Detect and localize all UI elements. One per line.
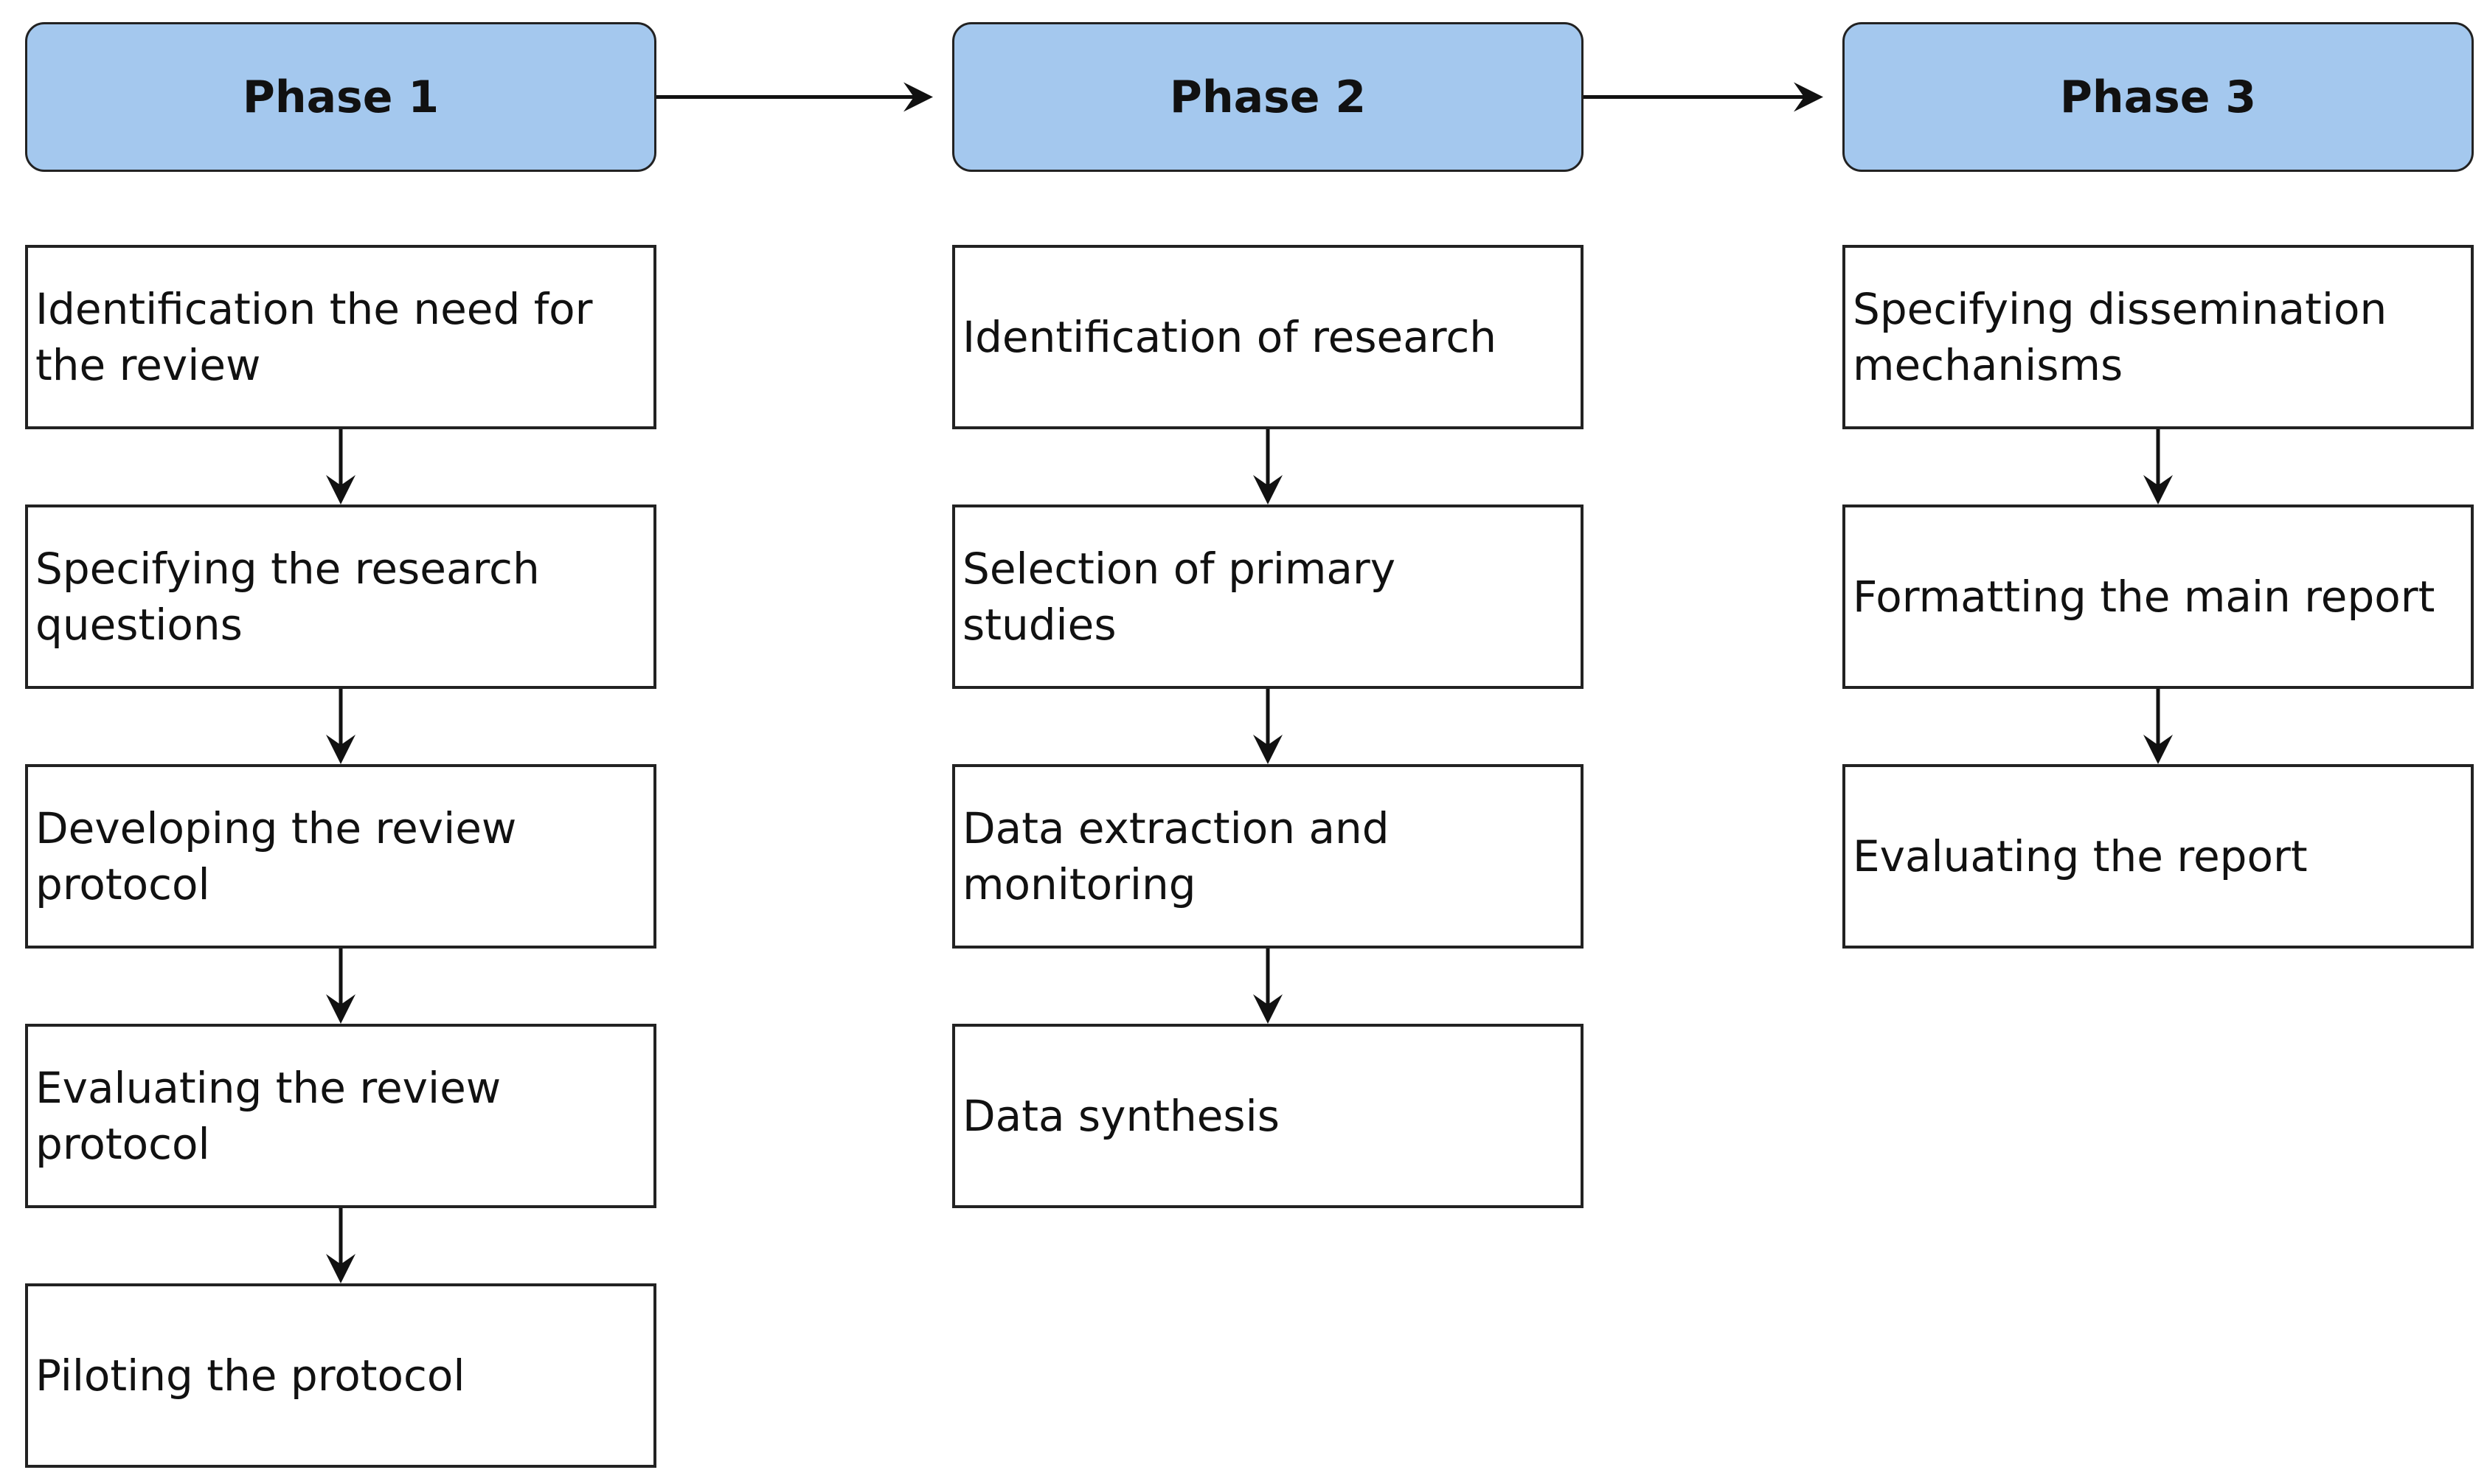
phase-2-step-3-to-4-arrow	[1253, 949, 1283, 1024]
phase-2-step-1: Identification of research	[952, 245, 1584, 429]
phase-1-title: Phase 1	[242, 71, 440, 123]
phase-2-step-4: Data synthesis	[952, 1024, 1584, 1208]
phase-3-title: Phase 3	[2059, 71, 2257, 123]
phase-2-step-4-label: Data synthesis	[962, 1091, 1280, 1141]
phase-2-header: Phase 2	[952, 22, 1584, 172]
phase-1-step-4-to-5-arrow	[326, 1208, 355, 1283]
phase-2-step-1-to-2-arrow	[1253, 429, 1283, 505]
phase-2-title: Phase 2	[1169, 71, 1367, 123]
phase-3-step-3: Evaluating the report	[1842, 764, 2474, 949]
phase-3-step-2-to-3-arrow	[2143, 689, 2173, 764]
phase-1-step-1: Identification the need for the review	[25, 245, 656, 429]
phase-3-step-2: Formatting the main report	[1842, 505, 2474, 689]
phase-1-step-2-label: Specifying the research questions	[35, 544, 540, 650]
phase-1-step-1-label: Identification the need for the review	[35, 284, 593, 390]
phase-2-to-phase-3-arrow	[1584, 82, 1823, 112]
phase-3-step-1: Specifying dissemination mechanisms	[1842, 245, 2474, 429]
phase-1-step-2: Specifying the research questions	[25, 505, 656, 689]
phase-1-step-5: Piloting the protocol	[25, 1283, 656, 1468]
phase-1-step-3-label: Developing the review protocol	[35, 803, 517, 909]
phase-1-step-3: Developing the review protocol	[25, 764, 656, 949]
phase-1-step-4: Evaluating the review protocol	[25, 1024, 656, 1208]
phase-1-header: Phase 1	[25, 22, 656, 172]
phase-2-step-2-label: Selection of primary studies	[962, 544, 1396, 650]
phase-1-step-5-label: Piloting the protocol	[35, 1350, 465, 1401]
phase-1-step-3-to-4-arrow	[326, 949, 355, 1024]
phase-3-step-1-label: Specifying dissemination mechanisms	[1853, 284, 2387, 390]
phase-1-to-phase-2-arrow	[656, 82, 933, 112]
phase-1-step-1-to-2-arrow	[326, 429, 355, 505]
phase-3-step-3-label: Evaluating the report	[1853, 831, 2308, 881]
phase-1-step-2-to-3-arrow	[326, 689, 355, 764]
phase-2-step-3: Data extraction and monitoring	[952, 764, 1584, 949]
phase-2-step-1-label: Identification of research	[962, 312, 1496, 362]
phase-3-step-2-label: Formatting the main report	[1853, 572, 2435, 622]
phase-3-step-1-to-2-arrow	[2143, 429, 2173, 505]
phase-2-step-2: Selection of primary studies	[952, 505, 1584, 689]
phase-2-step-3-label: Data extraction and monitoring	[962, 803, 1390, 909]
phase-3-header: Phase 3	[1842, 22, 2474, 172]
phase-1-step-4-label: Evaluating the review protocol	[35, 1063, 502, 1169]
phase-2-step-2-to-3-arrow	[1253, 689, 1283, 764]
